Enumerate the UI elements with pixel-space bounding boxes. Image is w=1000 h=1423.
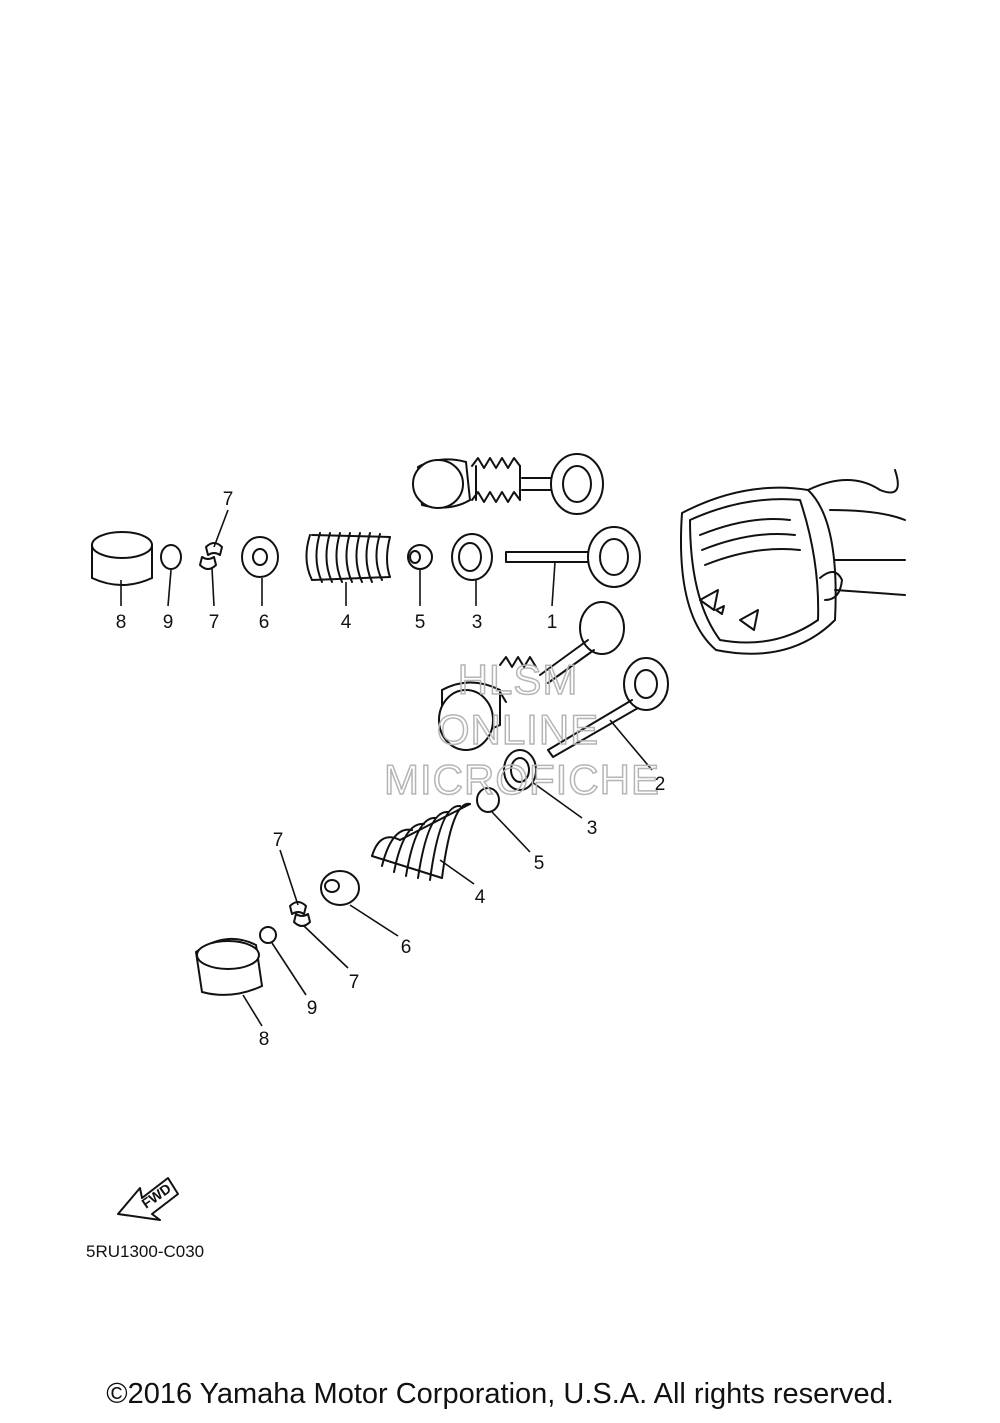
part-8-bucket-diagonal: [194, 937, 264, 996]
callout-5: 5: [534, 853, 545, 874]
callouts-top-row: 8 9 7 6 4 5 3 1 7: [116, 489, 558, 633]
callouts-diagonal: 2 3 5 4 7 6 7 9 8: [259, 774, 666, 1050]
part-9-shim-top: [160, 544, 182, 570]
callout-4: 4: [475, 887, 486, 908]
callout-9: 9: [163, 612, 174, 633]
callout-8: 8: [259, 1029, 270, 1050]
drawing-code: 5RU1300-C030: [86, 1242, 204, 1261]
callout-7: 7: [209, 612, 220, 633]
part-5-seal-top: [407, 544, 433, 570]
callout-2: 2: [655, 774, 666, 795]
fwd-arrow: FWD: [117, 1177, 179, 1221]
part-9-shim-diagonal: [259, 926, 277, 944]
callout-3: 3: [587, 818, 598, 839]
callout-4: 4: [341, 612, 352, 633]
part-3-seat-top: [451, 533, 493, 581]
assembled-valve-upper: [412, 453, 604, 515]
watermark-line-1: HLSM: [458, 656, 579, 703]
callout-9: 9: [307, 998, 318, 1019]
part-5-seal-diagonal: [476, 787, 500, 813]
part-6-retainer-diagonal: [320, 870, 360, 906]
part-2-exhaust-valve: [547, 657, 669, 758]
part-8-bucket-top: [91, 531, 153, 586]
callout-8: 8: [116, 612, 127, 633]
part-3-seat-diagonal: [503, 749, 537, 791]
part-1-intake-valve: [505, 526, 641, 588]
part-6-retainer-top: [241, 536, 279, 578]
copyright-notice: ©2016 Yamaha Motor Corporation, U.S.A. A…: [106, 1378, 894, 1410]
fwd-label: FWD: [139, 1180, 174, 1211]
callout-6: 6: [259, 612, 270, 633]
watermark: HLSM ONLINE MICROFICHE: [383, 655, 660, 804]
leader-lines: [120, 509, 653, 1027]
callout-1: 1: [547, 612, 558, 633]
piston: [679, 469, 906, 655]
part-4-spring-diagonal: [371, 802, 471, 881]
callout-5: 5: [415, 612, 426, 633]
part-7-keepers-top: [199, 542, 223, 570]
watermark-line-2: ONLINE: [437, 706, 599, 753]
assembled-valve-middle: [438, 601, 625, 751]
callout-3: 3: [472, 612, 483, 633]
part-7-keepers-diagonal: [289, 901, 311, 927]
part-4-spring-top: [305, 532, 391, 583]
watermark-line-3: MICROFICHE: [384, 756, 660, 803]
callout-7: 7: [273, 830, 284, 851]
callout-7-upper: 7: [223, 489, 234, 510]
callout-7-lower: 7: [349, 972, 360, 993]
callout-6: 6: [401, 937, 412, 958]
